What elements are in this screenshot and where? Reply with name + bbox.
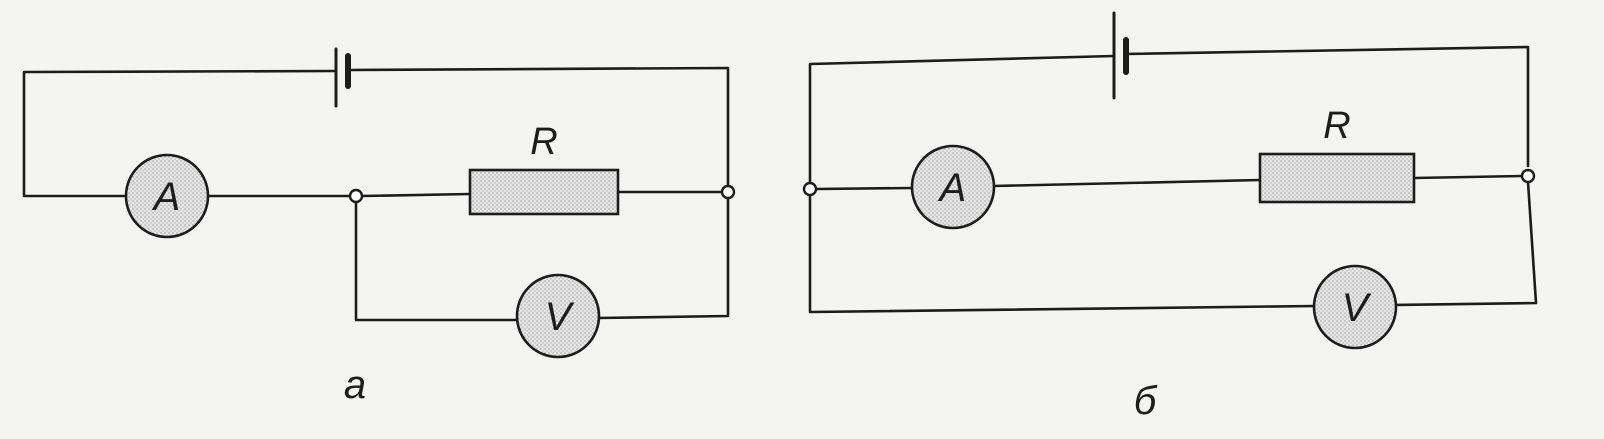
circuit-a-battery <box>334 47 351 108</box>
circuit-a-top-left-wire <box>22 69 338 198</box>
circuit-b-voltmeter-label: V <box>1342 286 1372 330</box>
circuit-a-voltmeter-right-wire <box>596 196 730 320</box>
circuit-b-ammeter-left-wire <box>814 186 914 191</box>
circuit-b-caption: б <box>1134 379 1158 423</box>
circuit-a-resistor: R <box>468 121 620 216</box>
circuit-b-voltmeter-right-wire <box>1394 180 1538 307</box>
circuit-a-caption: а <box>344 363 366 407</box>
circuit-b-top-left-wire <box>808 54 1116 184</box>
circuit-b-ammeter: A <box>910 144 996 230</box>
circuit-b-resistor-right-wire <box>1412 174 1524 180</box>
circuit-b-voltmeter: V <box>1312 264 1398 350</box>
circuit-a-resistor-label: R <box>530 121 557 163</box>
circuit-a-resistor-left-wire <box>360 192 472 198</box>
circuit-b-voltmeter-left-wire <box>808 193 1316 314</box>
circuit-b-battery <box>1112 11 1129 100</box>
circuit-b-ammeter-right-wire <box>992 178 1262 188</box>
circuit-b-resistor-label: R <box>1323 105 1350 147</box>
circuit-a-voltmeter-left-wire <box>354 200 520 322</box>
circuit-a: A R V а <box>22 47 736 407</box>
circuit-b-ammeter-label: A <box>938 166 967 210</box>
circuit-b-left-node <box>802 181 818 197</box>
circuit-b-top-right-wire <box>1124 45 1530 168</box>
circuit-b-right-node <box>1520 168 1536 184</box>
circuit-a-ammeter: A <box>124 153 210 239</box>
circuit-b: A R V б <box>802 11 1538 423</box>
circuit-a-voltmeter-label: V <box>545 295 575 339</box>
circuit-a-right-node <box>720 184 736 200</box>
circuit-a-voltmeter: V <box>515 273 601 359</box>
circuit-b-resistor: R <box>1258 105 1416 204</box>
circuit-a-top-right-wire <box>346 66 730 192</box>
circuit-a-ammeter-label: A <box>152 175 181 219</box>
circuit-a-left-node <box>348 188 364 204</box>
